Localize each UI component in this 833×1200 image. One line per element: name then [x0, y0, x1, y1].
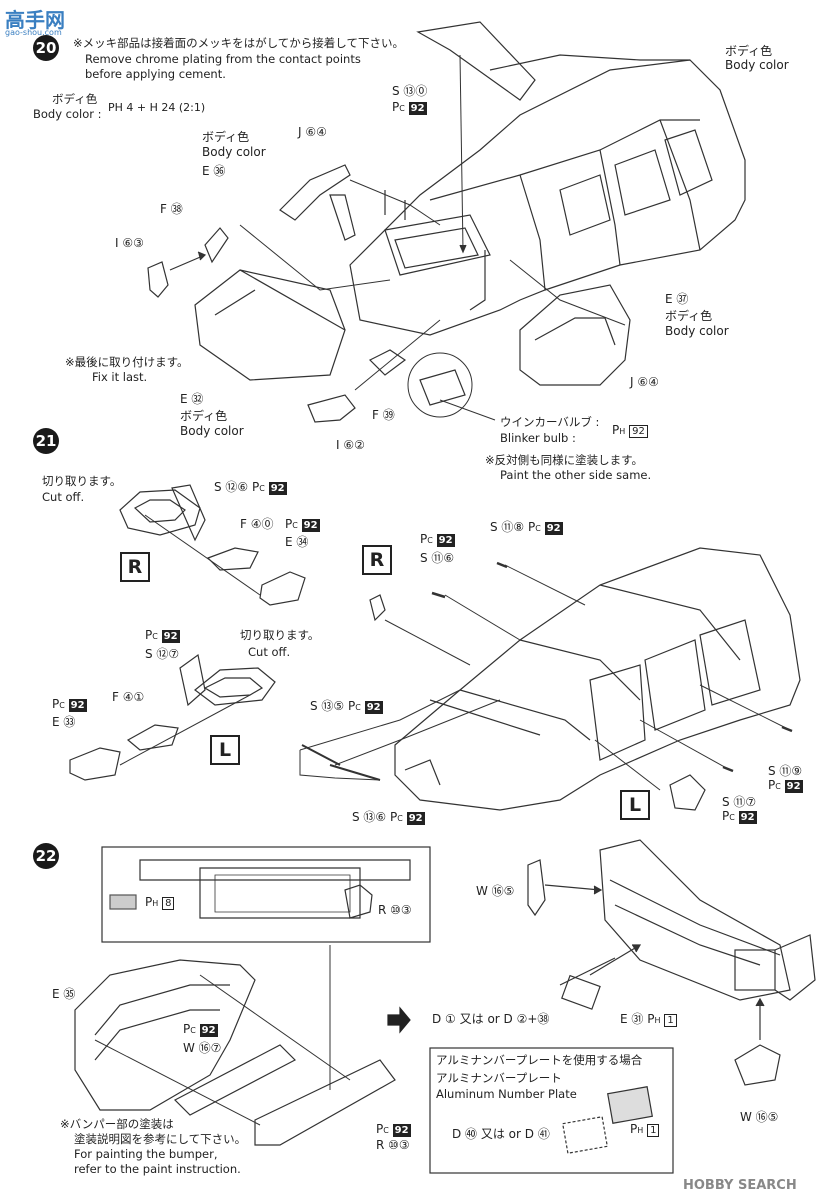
label-e35: E ㉟: [52, 987, 76, 1001]
blinker-code: PH 92: [612, 423, 648, 438]
label-f41: F ④①: [112, 690, 145, 704]
label-w165-top: W ⑯⑤: [476, 884, 515, 898]
mirror-right-parts: [119, 484, 306, 606]
label-s116-pc: PC 92: [420, 532, 455, 547]
label-i62: I ⑥②: [336, 438, 365, 452]
label-e36-en: Body color: [202, 145, 266, 159]
body-color-en: Body color :: [33, 107, 102, 121]
car-body-step20: [349, 54, 746, 336]
roof-spoiler-part: [416, 21, 536, 101]
bumper-note-en: For painting the bumper,: [74, 1147, 218, 1161]
bumper-note-en2: refer to the paint instruction.: [74, 1162, 241, 1176]
cut-off-en-l: Cut off.: [248, 645, 291, 659]
fix-last-jp: ※最後に取り付けます。: [65, 355, 189, 369]
bumper-note-jp2: 塗装説明図を参考にして下さい。: [74, 1132, 247, 1146]
bumper-r103-part: [254, 1059, 396, 1146]
label-s117-pc: PC 92: [722, 809, 757, 824]
side-l-badge: L: [210, 735, 240, 765]
chrome-note-jp: ※メッキ部品は接着面のメッキをはがしてから接着して下さい。: [73, 36, 404, 50]
label-s136: S ⑬⑥ PC 92: [352, 810, 425, 825]
step-number-20: 20: [33, 35, 59, 61]
label-e33-pc: PC 92: [52, 697, 87, 712]
bumper-e35-part: [74, 959, 256, 1111]
mirror-left-parts: [69, 653, 276, 781]
label-f39: F ㊴: [372, 408, 395, 422]
label-r103-inset: R ⑩③: [378, 903, 412, 917]
side-r-badge: R: [120, 552, 150, 582]
cut-off-jp-r: 切り取ります。: [42, 474, 122, 488]
plate-title-jp: アルミナンバープレートを使用する場合: [436, 1053, 643, 1067]
fix-last-en: Fix it last.: [92, 370, 148, 384]
label-e37-en: Body color: [665, 324, 729, 338]
decal-line: D ① 又は or D ②+㊳: [432, 1012, 550, 1026]
chrome-note-en2: before applying cement.: [85, 67, 226, 81]
label-e36: E ㊱: [202, 164, 226, 178]
label-j64-top: J ⑥④: [298, 125, 327, 139]
step-number-22: 22: [33, 843, 59, 869]
label-e34: E ㉞: [285, 535, 309, 549]
paint-other-en: Paint the other side same.: [500, 468, 652, 482]
inset-color-code: PH 8: [145, 895, 175, 910]
label-s116: S ⑪⑥: [420, 551, 455, 565]
watermark-brand: 高手网: [5, 8, 65, 32]
label-s119-pc: PC 92: [768, 778, 803, 793]
label-s127: S ⑫⑦: [145, 647, 180, 661]
label-e36-jp: ボディ色: [202, 130, 250, 144]
bumper-note-jp: ※バンパー部の塗装は: [60, 1117, 174, 1131]
hood-e32-part: [194, 269, 346, 381]
label-s126: S ⑫⑥ PC 92: [214, 480, 287, 495]
plate-jp: アルミナンバープレート: [436, 1071, 562, 1085]
blinker-jp: ウインカーバルブ :: [500, 415, 600, 429]
label-e34-pc: PC 92: [285, 517, 320, 532]
label-f40: F ④⓪: [240, 517, 274, 531]
plate-en: Aluminum Number Plate: [436, 1087, 577, 1101]
fender-e36-part: [279, 164, 351, 221]
watermark-hobbysearch: HOBBY SEARCH: [683, 1178, 797, 1193]
label-e31: E ㉛ PH 1: [620, 1010, 677, 1027]
label-s119: S ⑪⑨: [768, 764, 803, 778]
label-w167: W ⑯⑦: [183, 1041, 222, 1055]
label-s130: S ⑬⓪: [392, 84, 428, 98]
cut-off-jp-l: 切り取ります。: [240, 628, 320, 642]
side-r-badge-2: R: [362, 545, 392, 575]
side-l-badge-2: L: [620, 790, 650, 820]
label-s117: S ⑪⑦: [722, 795, 757, 809]
label-f38: F ㊳: [160, 202, 183, 216]
label-s130-pc: PC 92: [392, 100, 427, 115]
chrome-note-en1: Remove chrome plating from the contact p…: [85, 52, 361, 66]
car-body-step21: [394, 547, 801, 811]
label-s127-pc: PC 92: [145, 628, 180, 643]
label-w167-pc: PC 92: [183, 1022, 218, 1037]
step-number-21: 21: [33, 428, 59, 454]
label-e32: E ㉜: [180, 392, 204, 406]
label-e37-jp: ボディ色: [665, 309, 713, 323]
label-i63: I ⑥③: [115, 236, 144, 250]
fender-e37-part: [519, 284, 631, 386]
plate-color-code: PH 1: [630, 1122, 660, 1137]
blinker-en: Blinker bulb :: [500, 431, 576, 445]
label-e32-en: Body color: [180, 424, 244, 438]
plate-decal-line: D ㊵ 又は or D ㊶: [452, 1127, 550, 1141]
grille-w167-part: [173, 1044, 297, 1116]
label-j64-bottom: J ⑥④: [630, 375, 659, 389]
label-s118: S ⑪⑧ PC 92: [490, 520, 563, 535]
body-color-jp: ボディ色: [52, 92, 98, 106]
label-r103: R ⑩③: [376, 1138, 410, 1152]
watermark-url: gao-shou.com: [5, 28, 62, 37]
label-body-color-jp: ボディ色: [725, 44, 773, 58]
body-color-mix: PH 4 + H 24 (2:1): [108, 101, 206, 114]
cut-off-en-r: Cut off.: [42, 490, 85, 504]
paint-other-jp: ※反対側も同様に塗装します。: [485, 453, 643, 467]
label-w165-bottom: W ⑯⑤: [740, 1110, 779, 1124]
label-e32-jp: ボディ色: [180, 409, 228, 423]
label-s135: S ⑬⑤ PC 92: [310, 699, 383, 714]
label-r103-pc: PC 92: [376, 1122, 411, 1137]
label-e33: E ㉝: [52, 715, 76, 729]
front-bumper-assembly: [599, 839, 816, 1001]
label-e37: E ㊲: [665, 292, 689, 306]
label-body-color-en: Body color: [725, 58, 789, 72]
